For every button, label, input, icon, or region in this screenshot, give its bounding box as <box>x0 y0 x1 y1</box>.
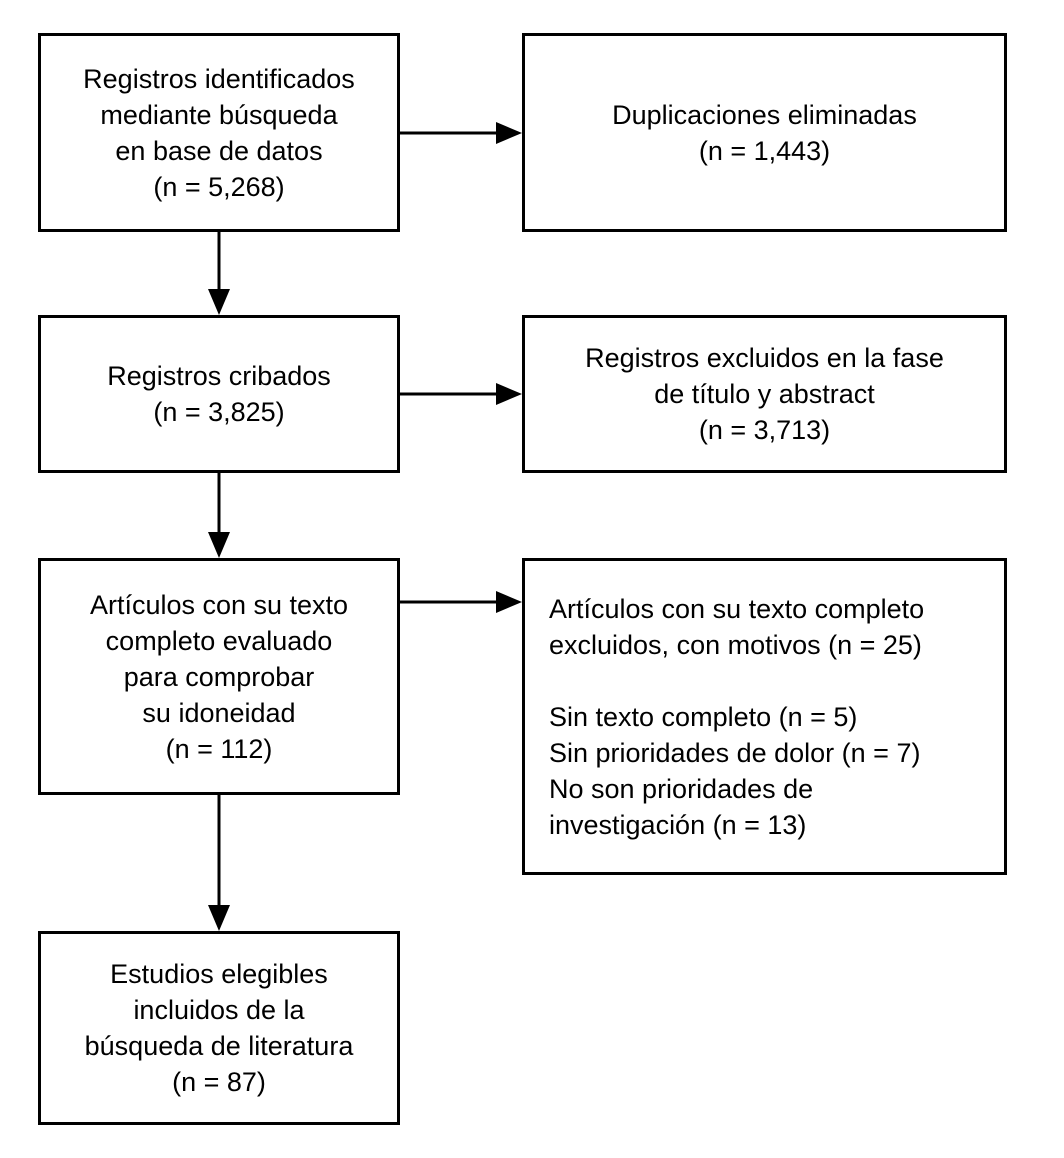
box-text-line: (n = 1,443) <box>698 135 831 166</box>
box-text-line: Artículos con su texto <box>89 589 349 620</box>
box-text-line: (n = 3,825) <box>153 397 285 427</box>
arrow-screened-to-excluded <box>400 383 522 405</box>
box-text-line: (n = 87) <box>172 1067 266 1097</box>
box-text-line: No son prioridades de <box>549 773 814 804</box>
box-records-identified: Registros identificados mediante búsqued… <box>38 33 400 232</box>
box-text-line: (n = 5,268) <box>153 171 285 202</box>
box-text-line: de título y abstract <box>654 379 875 409</box>
box-text-line: Registros excluidos en la fase <box>585 343 944 373</box>
box-text-line: mediante búsqueda <box>100 99 338 130</box>
arrow-screened-to-fulltext <box>208 473 230 558</box>
box-text-line: investigación (n = 13) <box>549 809 807 840</box>
box-studies-included: Estudios elegibles incluidos de la búsqu… <box>38 931 400 1125</box>
box-text-line: Artículos con su texto completo <box>549 593 925 624</box>
box-text-line: su idoneidad <box>142 697 296 728</box>
box-records-screened: Registros cribados (n = 3,825) <box>38 315 400 473</box>
box-text-line: (n = 112) <box>165 733 273 764</box>
box-text-line: en base de datos <box>115 135 323 166</box>
arrow-fulltext-to-excluded <box>400 591 522 613</box>
box-fulltext-assessed: Artículos con su texto completo evaluado… <box>38 558 400 795</box>
arrow-identified-to-duplicates <box>400 122 522 144</box>
box-text-line: completo evaluado <box>105 625 333 656</box>
arrow-fulltext-to-included <box>208 795 230 931</box>
box-text-line: Sin texto completo (n = 5) <box>549 701 858 732</box>
box-text-line: incluidos de la <box>133 995 305 1025</box>
box-text-line: búsqueda de literatura <box>84 1031 354 1061</box>
box-text-line: Estudios elegibles <box>110 959 328 989</box>
box-text-line: para comprobar <box>123 661 315 692</box>
box-fulltext-excluded: Artículos con su texto completo excluido… <box>522 558 1007 875</box>
arrow-identified-to-screened <box>208 232 230 315</box>
box-text-line: excluidos, con motivos (n = 25) <box>549 629 922 660</box>
box-text-line: Duplicaciones eliminadas <box>612 99 917 130</box>
box-text-line: Registros cribados <box>107 361 331 391</box>
box-duplicates-removed: Duplicaciones eliminadas (n = 1,443) <box>522 33 1007 232</box>
box-text-line: Sin prioridades de dolor (n = 7) <box>549 737 921 768</box>
box-text-line: Registros identificados <box>83 63 355 94</box>
box-records-excluded-title-abstract: Registros excluidos en la fase de título… <box>522 315 1007 473</box>
box-text-line: (n = 3,713) <box>698 415 831 445</box>
